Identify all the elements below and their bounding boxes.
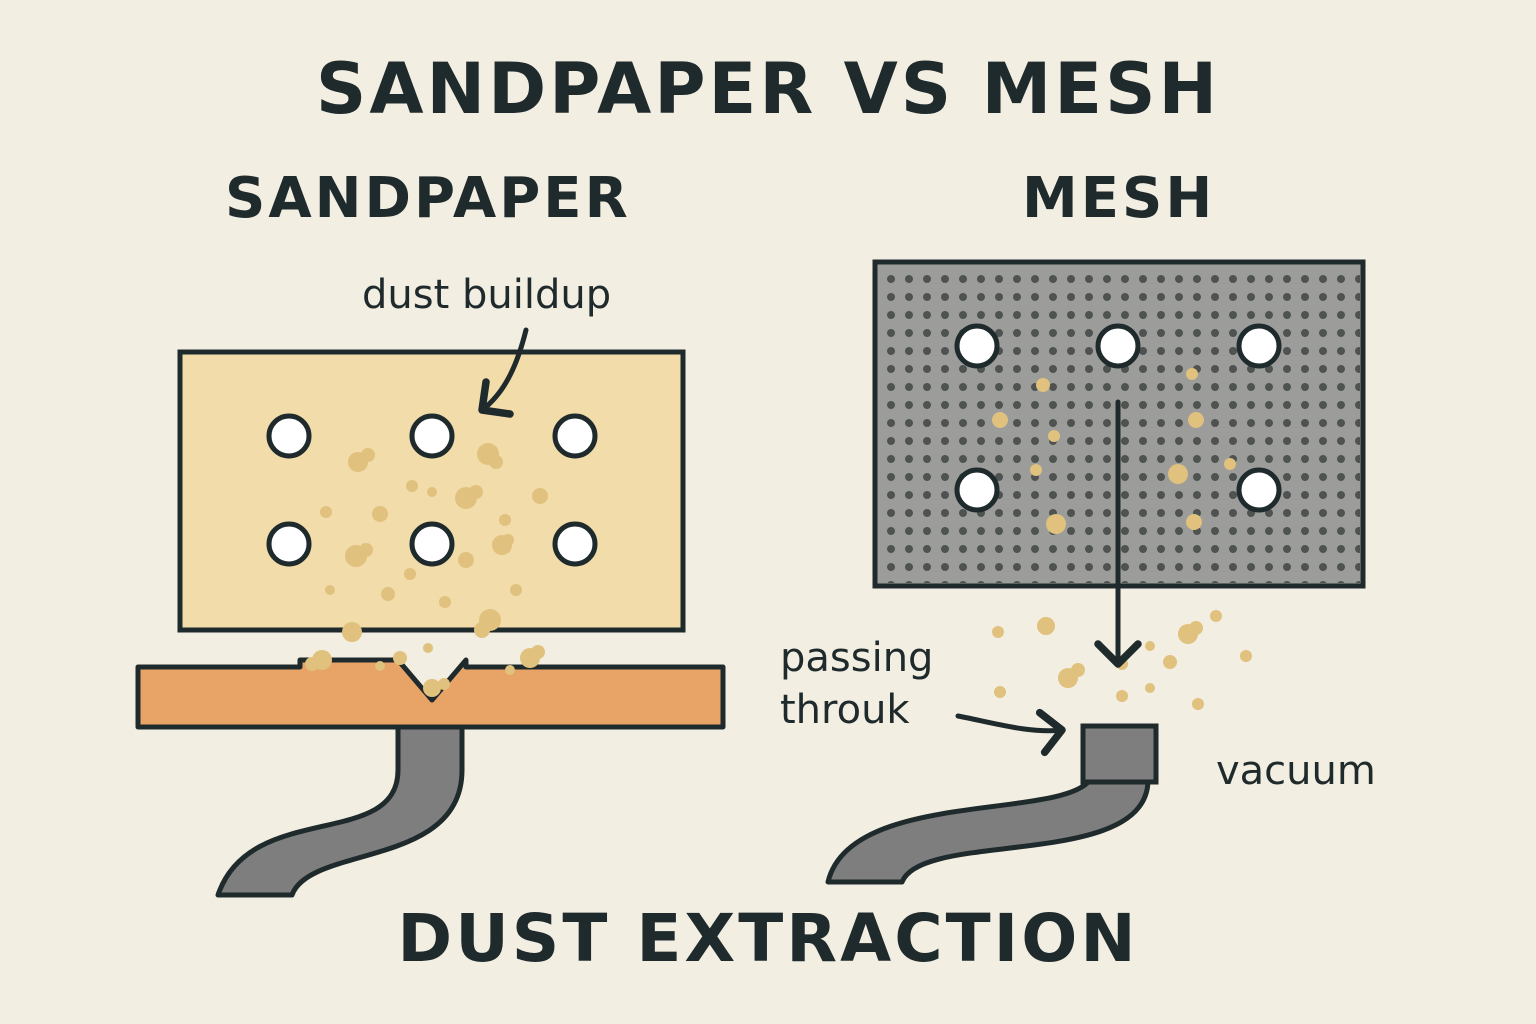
- vacuum-label: vacuum: [1216, 748, 1376, 794]
- workpiece-board: [135, 657, 726, 730]
- passing-through-label: passing throuk: [780, 632, 933, 736]
- mesh-heading: MESH: [1022, 166, 1216, 231]
- sandpaper-holes: [266, 413, 598, 567]
- dust-buildup-arrow: [478, 327, 529, 418]
- vacuum-nozzle: [1080, 723, 1159, 785]
- footer-title: DUST EXTRACTION: [397, 900, 1139, 977]
- left-vacuum-hose: [215, 719, 465, 898]
- dust-buildup-label: dust buildup: [362, 272, 612, 318]
- main-title: SANDPAPER VS MESH: [315, 48, 1221, 130]
- right-vacuum-hose: [825, 777, 1151, 885]
- passing-through-arrow: [955, 708, 1066, 757]
- mesh-holes: [954, 323, 1282, 513]
- sandpaper-heading: SANDPAPER: [225, 166, 631, 231]
- sandpaper-dust-particles: [305, 443, 548, 697]
- passing-through-label-line1: passing: [780, 635, 934, 681]
- passing-through-label-line2: throuk: [780, 687, 910, 733]
